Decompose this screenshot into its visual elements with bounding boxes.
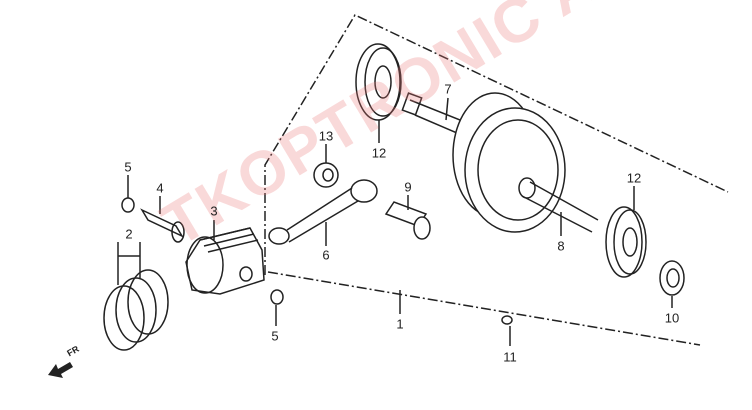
piston xyxy=(185,220,265,295)
assembly-outline-bottom xyxy=(267,271,701,346)
woodruff-key xyxy=(501,315,513,346)
callout-13: 13 xyxy=(318,128,334,144)
callout-12-right: 12 xyxy=(626,170,642,186)
crank-pin xyxy=(384,195,431,240)
assembly-outline xyxy=(264,14,729,275)
callout-5-bottom: 5 xyxy=(271,328,279,344)
callout-7: 7 xyxy=(444,81,452,97)
callout-8: 8 xyxy=(557,238,565,254)
piston-pin xyxy=(140,196,185,243)
piston-rings xyxy=(103,242,169,351)
pin-clip-bottom xyxy=(270,289,284,326)
pin-clip-top xyxy=(121,175,135,213)
oil-seal xyxy=(659,260,685,308)
callout-6: 6 xyxy=(322,247,330,263)
crankshaft xyxy=(401,92,599,236)
callout-4: 4 xyxy=(156,180,164,196)
callout-5-top: 5 xyxy=(124,159,132,175)
bearing-right xyxy=(605,186,647,278)
connecting-rod xyxy=(268,179,378,246)
callout-2: 2 xyxy=(125,226,133,242)
bearing-top xyxy=(355,43,402,143)
callout-10: 10 xyxy=(664,310,680,326)
callout-11: 11 xyxy=(503,349,517,365)
callout-9: 9 xyxy=(404,179,412,195)
callout-1: 1 xyxy=(396,316,404,332)
front-arrow-icon xyxy=(48,362,73,378)
callout-12-top: 12 xyxy=(371,145,387,161)
callout-3: 3 xyxy=(210,203,218,219)
needle-bearing xyxy=(313,144,339,188)
